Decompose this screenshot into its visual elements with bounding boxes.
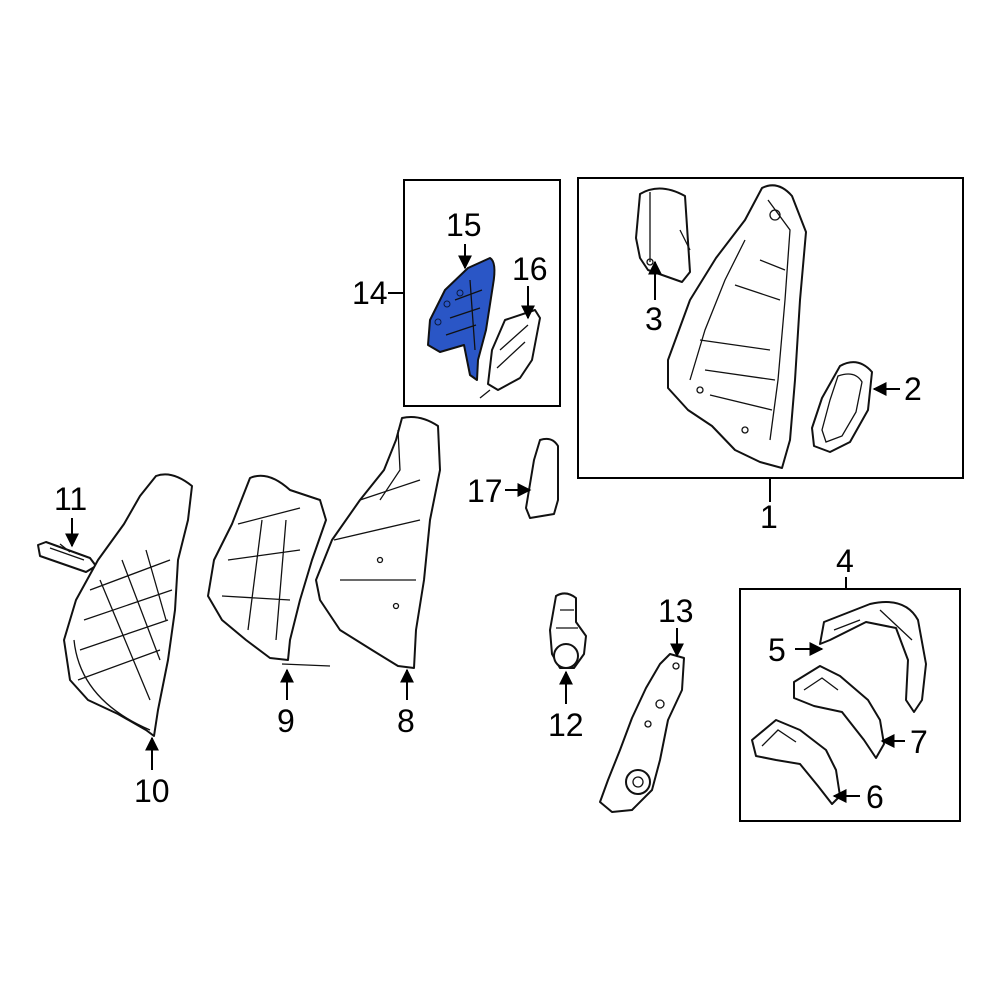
part-6-shape[interactable] — [751, 719, 841, 805]
label-8: 8 — [397, 703, 415, 739]
label-5: 5 — [768, 632, 786, 668]
label-2: 2 — [904, 371, 922, 407]
label-14: 14 — [352, 275, 388, 311]
label-7: 7 — [910, 724, 928, 760]
label-4: 4 — [836, 543, 854, 579]
part-16-shape[interactable] — [479, 309, 541, 399]
label-10: 10 — [134, 773, 170, 809]
part-1-shape[interactable] — [667, 184, 807, 469]
part-10-shape[interactable] — [63, 473, 193, 737]
part-17-shape[interactable] — [525, 437, 559, 519]
label-16: 16 — [512, 251, 548, 287]
part-5-shape[interactable] — [819, 601, 927, 713]
part-7-shape[interactable] — [793, 665, 885, 759]
part-13-shape[interactable] — [599, 653, 685, 813]
part-2-shape[interactable] — [811, 361, 873, 453]
label-11: 11 — [54, 481, 87, 517]
label-12: 12 — [548, 707, 584, 743]
part-11-shape[interactable] — [37, 541, 97, 573]
part-15-shape[interactable] — [427, 257, 496, 381]
group-box-4 — [739, 588, 961, 822]
label-17: 17 — [467, 473, 503, 509]
label-9: 9 — [277, 703, 295, 739]
part-8-shape[interactable] — [315, 416, 441, 669]
part-12-shape[interactable] — [549, 592, 587, 669]
label-3: 3 — [645, 301, 663, 337]
label-13: 13 — [658, 593, 694, 629]
label-1: 1 — [760, 499, 778, 535]
leader-lines — [65, 244, 905, 803]
label-15: 15 — [446, 207, 482, 243]
label-6: 6 — [866, 779, 884, 815]
part-9-shape[interactable] — [207, 474, 331, 667]
part-3-shape[interactable] — [635, 187, 691, 283]
